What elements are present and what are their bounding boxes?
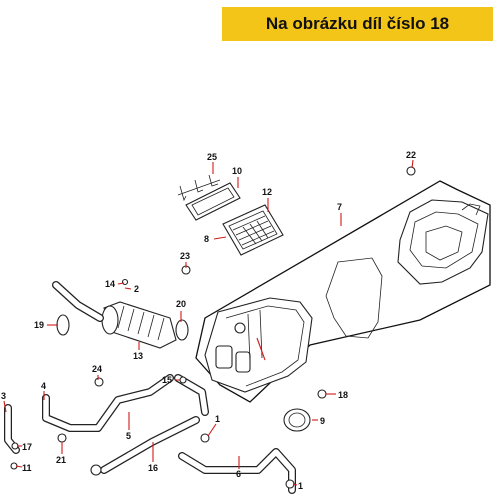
clip-24: [94, 377, 104, 387]
callout-16: 16: [148, 463, 158, 473]
clip-21: [57, 433, 67, 443]
frame-gasket: [325, 257, 383, 339]
screw-18: [317, 389, 327, 399]
callout-10: 10: [232, 166, 242, 176]
callout-25: 25: [207, 152, 217, 162]
callout-13: 13: [133, 351, 143, 361]
callout-14: 14: [105, 279, 115, 289]
hose-clamp-right: [175, 319, 189, 341]
filter-holder: [185, 182, 241, 221]
air-filter: [222, 204, 284, 256]
airbox-cover: [397, 199, 489, 285]
callout-1-lower: 1: [298, 481, 303, 491]
callout-9: 9: [320, 416, 325, 426]
callout-2: 2: [134, 284, 139, 294]
header-title: Na obrázku díl číslo 18: [265, 14, 450, 33]
airbox-body: [204, 297, 313, 393]
callout-1-upper: 1: [215, 414, 220, 424]
callout-24: 24: [92, 364, 102, 374]
callout-11: 11: [22, 463, 32, 473]
callout-3: 3: [1, 391, 6, 401]
fitting-1a: [200, 433, 210, 443]
intake-boot: [101, 301, 177, 349]
callout-20: 20: [176, 299, 186, 309]
clips: [177, 174, 221, 202]
hose-clamp-left: [56, 314, 70, 336]
grommet: [283, 408, 311, 432]
bolt-22: [406, 166, 416, 176]
callout-23: 23: [180, 251, 190, 261]
leader-lines: [3, 159, 414, 486]
callout-8: 8: [204, 234, 209, 244]
fitting-1b: [285, 479, 295, 489]
hose-4: [42, 374, 174, 432]
header-banner: Na obrázku díl číslo 18: [222, 7, 493, 41]
callout-12: 12: [262, 187, 272, 197]
callout-18: 18: [338, 390, 348, 400]
callout-19: 19: [34, 320, 44, 330]
callout-15: 15: [162, 375, 172, 385]
callout-5: 5: [126, 431, 131, 441]
fitting-small: [90, 464, 102, 476]
screw-14: [121, 278, 129, 286]
callout-22: 22: [406, 150, 416, 160]
callout-7: 7: [337, 202, 342, 212]
fitting-15: [179, 376, 187, 384]
callout-4: 4: [41, 381, 46, 391]
callout-6: 6: [236, 469, 241, 479]
assembly-frame: [195, 180, 491, 403]
callout-21: 21: [56, 455, 66, 465]
callout-17: 17: [22, 442, 32, 452]
